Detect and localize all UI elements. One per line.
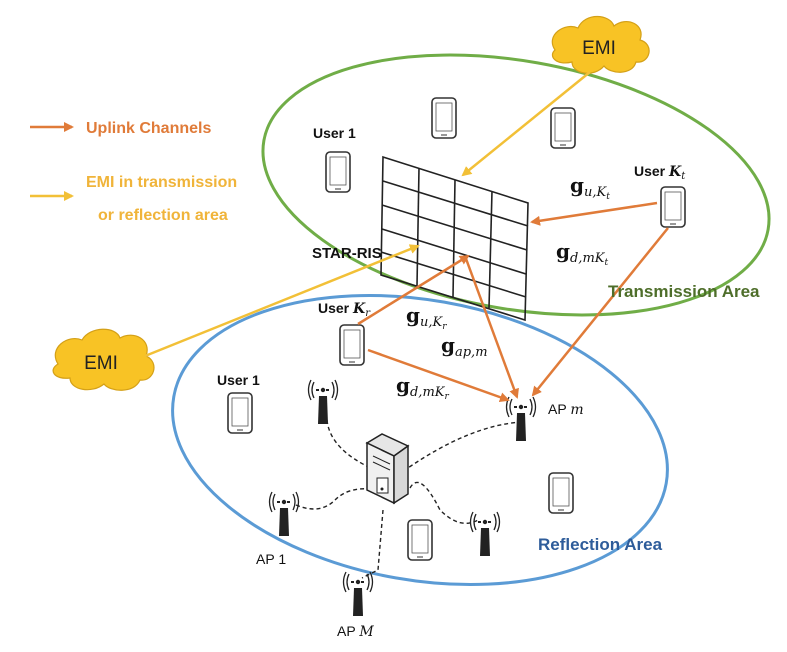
- ap-antenna-icon: [469, 511, 501, 557]
- ap-M-label: AP M: [337, 623, 374, 640]
- ap-m-antenna-icon: [505, 396, 537, 442]
- phone-icon: [431, 97, 457, 139]
- emi-left-label: EMI: [84, 353, 118, 374]
- user-kr-label: User Kr: [318, 300, 371, 319]
- ap-antenna-icon: [307, 379, 339, 425]
- transmission-area-label: Transmission Area: [608, 282, 760, 301]
- phone-icon: [407, 519, 433, 561]
- user-1-reflection-phone-icon: [227, 392, 253, 434]
- reflection-area-ellipse: [171, 293, 669, 587]
- channel-g-ap-m: gap,m: [441, 333, 488, 360]
- phone-icon: [550, 107, 576, 149]
- uplink-arrow-ris-to-ap: [463, 255, 519, 399]
- user-1-transmission-phone-icon: [325, 151, 351, 193]
- ap-1-label: AP 1: [256, 551, 286, 567]
- user-kt-label: User Kt: [634, 163, 686, 182]
- channel-g-u-kr: gu,Kr: [406, 303, 447, 332]
- user-kt-phone-icon: [660, 186, 686, 228]
- legend-emi-label-line2: or reflection area: [98, 207, 228, 224]
- legend-uplink-label: Uplink Channels: [86, 120, 211, 137]
- star-ris-label: STAR-RIS: [312, 245, 382, 262]
- uplink-arrow-kr-to-ap: [367, 348, 510, 403]
- uplink-arrow-kt-to-ap: [531, 227, 669, 397]
- cpu-server-icon: [365, 433, 410, 505]
- emi-arrow-top: [461, 71, 591, 177]
- user-1-transmission-label: User 1: [313, 125, 356, 141]
- uplink-arrow-kr-to-ris: [357, 254, 470, 326]
- uplink-arrow-kt-to-ris: [530, 201, 658, 226]
- emi-top-cloud-icon: EMI: [551, 15, 650, 74]
- ap-m-label: AP m: [548, 401, 584, 418]
- user-1-reflection-label: User 1: [217, 372, 260, 388]
- legend-emi-label-line1: EMI in transmission: [86, 174, 237, 191]
- transmission-area-ellipse: [261, 53, 771, 317]
- ap-M-antenna-icon: [342, 571, 374, 617]
- emi-top-label: EMI: [582, 38, 616, 59]
- channel-g-d-mkt: gd,mKt: [556, 239, 608, 268]
- ap-1-antenna-icon: [268, 491, 300, 537]
- user-kr-phone-icon: [339, 324, 365, 366]
- reflection-area-label: Reflection Area: [538, 535, 663, 554]
- emi-left-cloud-icon: EMI: [52, 328, 155, 391]
- channel-g-u-kt: gu,Kt: [570, 173, 610, 202]
- emi-arrow-left: [144, 244, 420, 358]
- channel-g-d-mkr: gd,mKr: [396, 373, 449, 402]
- phone-icon: [548, 472, 574, 514]
- star-ris-surface: [380, 155, 529, 322]
